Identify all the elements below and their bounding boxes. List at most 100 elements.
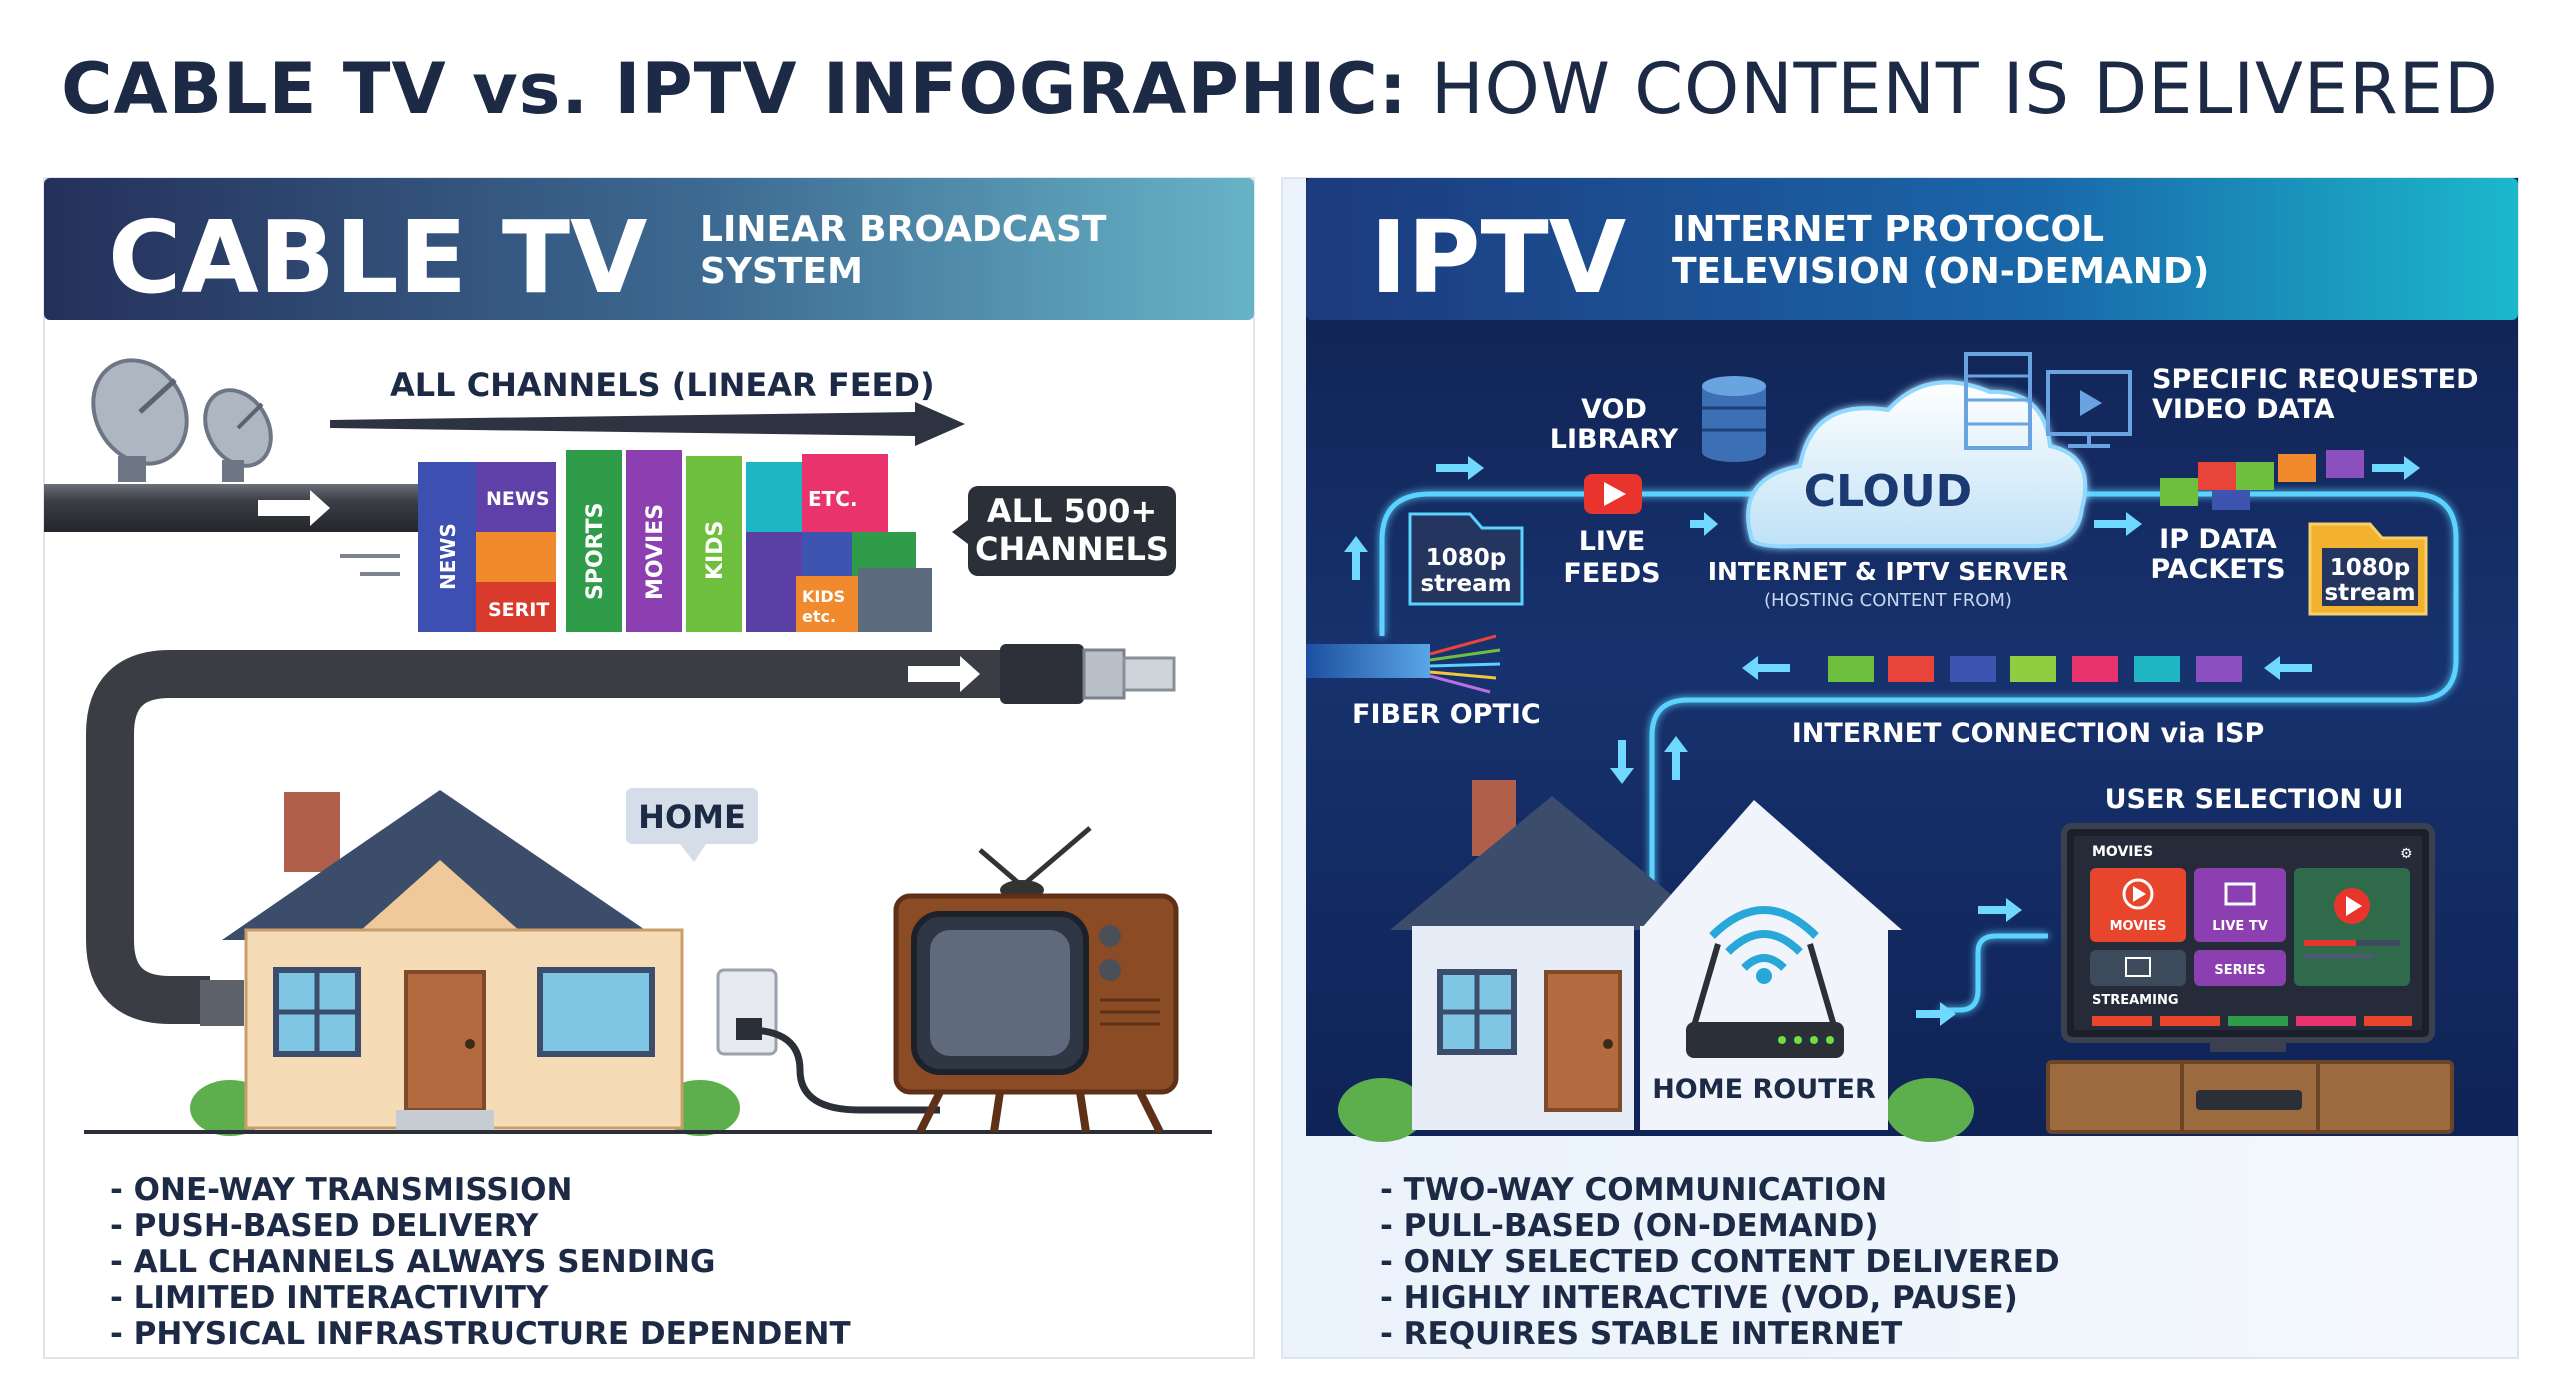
- right-arrow-icon: [1978, 898, 2022, 922]
- right-arrow-icon: [1690, 512, 1718, 536]
- channel-block: [686, 456, 742, 632]
- iptv-header-bar: [1306, 178, 2518, 320]
- home-badge: HOME: [626, 788, 758, 862]
- channel-block-label: KIDS: [703, 521, 728, 580]
- channel-block-label: NEWS: [436, 523, 460, 590]
- channel-block: [418, 462, 476, 632]
- smart-tv: MOVIES ⚙ MOVIES LIVE TV SERIES STR: [2061, 823, 2435, 1052]
- iptv-heading: IPTV: [1370, 199, 1626, 316]
- packet-cluster: [2160, 450, 2364, 510]
- up-arrow-icon: [1664, 736, 1688, 780]
- cable-bullet: - ALL CHANNELS ALWAYS SENDING: [110, 1244, 716, 1280]
- channel-blocks: NEWS NEWS SERIT SPORTS MOVIES KIDS ETC.: [418, 450, 932, 632]
- vod-label-2: LIBRARY: [1550, 424, 1679, 455]
- house-illustration: [190, 790, 740, 1136]
- channel-block-label: SERIT: [488, 599, 549, 621]
- tile-series[interactable]: [2194, 950, 2286, 986]
- cable-panel-frame: [43, 177, 1255, 1359]
- server-label: INTERNET & IPTV SERVER: [1708, 557, 2069, 586]
- cable-bullet: - PUSH-BASED DELIVERY: [110, 1208, 539, 1244]
- title-bold: CABLE TV vs. IPTV INFOGRAPHIC:: [61, 48, 1408, 130]
- live-label-1: LIVE: [1579, 526, 1646, 557]
- right-arrow-icon: [908, 656, 980, 692]
- router-label: HOME ROUTER: [1652, 1074, 1876, 1105]
- right-arrow-icon: [2372, 456, 2420, 480]
- iptv-bullet: - PULL-BASED (ON-DEMAND): [1380, 1208, 1879, 1244]
- database-icon: [1702, 376, 1766, 462]
- play-icon: [2122, 878, 2154, 910]
- channel-block: [802, 454, 888, 532]
- iptv-subheading-2: TELEVISION (ON-DEMAND): [1672, 251, 2209, 292]
- tile-movies[interactable]: [2090, 868, 2186, 942]
- ui-link-line: [1940, 933, 2048, 1013]
- channel-block-label: KIDS: [802, 587, 845, 606]
- page-title: CABLE TV vs. IPTV INFOGRAPHIC: HOW CONTE…: [0, 48, 2560, 130]
- right-arrow-icon: [1436, 456, 1484, 480]
- right-arrow-icon: [258, 490, 330, 526]
- channel-block-label: NEWS: [486, 488, 550, 510]
- channel-block: [476, 462, 556, 532]
- satellite-dish-icon: [91, 358, 189, 482]
- wall-outlet-icon: [716, 968, 778, 1056]
- cable-bullet: - ONE-WAY TRANSMISSION: [110, 1172, 573, 1208]
- feed-label: ALL CHANNELS (LINEAR FEED): [390, 366, 935, 404]
- iptv-panel: IPTV INTERNET PROTOCOL TELEVISION (ON-DE…: [1281, 177, 2519, 1359]
- down-arrow-icon: [1610, 740, 1634, 784]
- callout-line-2: CHANNELS: [975, 530, 1169, 568]
- stream-tag-4: stream: [2324, 580, 2415, 606]
- stream-tag-2: stream: [1420, 571, 1511, 597]
- packets-label-2: PACKETS: [2150, 554, 2285, 585]
- ui-label: USER SELECTION UI: [2105, 784, 2404, 815]
- channel-block-label: SPORTS: [583, 503, 608, 600]
- feed-arrow: [330, 402, 965, 446]
- tile-image[interactable]: [2090, 950, 2186, 986]
- cable-subheading-1: LINEAR BROADCAST: [700, 209, 1107, 250]
- cable-bullet: - LIMITED INTERACTIVITY: [110, 1280, 549, 1316]
- tile-live-tv-label: LIVE TV: [2212, 919, 2268, 934]
- tv-stand: [2046, 1060, 2454, 1134]
- server-rack-icon: [1964, 352, 2032, 450]
- cable-connector-nut: [1082, 648, 1126, 700]
- packet-row: [1828, 656, 2242, 682]
- cable-pipe-top: [44, 484, 444, 532]
- channel-block: [746, 532, 802, 632]
- iptv-bullet: - HIGHLY INTERACTIVE (VOD, PAUSE): [1380, 1280, 2018, 1316]
- tv-ui-header: MOVIES: [2092, 844, 2153, 860]
- live-label-2: FEEDS: [1563, 558, 1660, 589]
- channel-block-label: MOVIES: [643, 504, 668, 600]
- channel-block: [566, 450, 622, 632]
- tv-ui-row-label: STREAMING: [2092, 993, 2179, 1008]
- cable-bullet: - PHYSICAL INFRASTRUCTURE DEPENDENT: [110, 1316, 851, 1352]
- right-arrow-icon: [2094, 512, 2142, 536]
- flow-arrows: [1344, 456, 2420, 1026]
- iptv-subheading-1: INTERNET PROTOCOL: [1672, 209, 2104, 250]
- stream-tag-3: 1080p: [2330, 555, 2410, 581]
- channel-block: [858, 568, 932, 632]
- cable-heading: CABLE TV: [108, 199, 647, 316]
- server-sublabel: (HOSTING CONTENT FROM): [1764, 590, 2012, 611]
- title-light: HOW CONTENT IS DELIVERED: [1431, 48, 2499, 130]
- channel-block: [802, 532, 852, 576]
- requested-label-1: SPECIFIC REQUESTED: [2152, 364, 2479, 395]
- iptv-bullet-list: - TWO-WAY COMMUNICATION - PULL-BASED (ON…: [1380, 1172, 2060, 1352]
- cable-connector: [1000, 644, 1084, 704]
- fiber-label: FIBER OPTIC: [1352, 699, 1541, 730]
- channel-block: [746, 462, 802, 532]
- channel-block: [796, 576, 858, 632]
- cable-subheading-2: SYSTEM: [700, 251, 863, 292]
- cable-pipe-main: [86, 650, 1010, 1024]
- vod-label-1: VOD: [1581, 394, 1647, 425]
- satellite-dish-icon: [203, 388, 273, 482]
- cable-bullet-list: - ONE-WAY TRANSMISSION - PUSH-BASED DELI…: [110, 1172, 851, 1352]
- tile-featured[interactable]: [2294, 868, 2410, 986]
- fiber-optic-cable: [1306, 634, 1501, 694]
- image-icon: [2125, 957, 2151, 977]
- tile-series-label: SERIES: [2214, 963, 2265, 978]
- channel-block: [626, 450, 682, 632]
- tile-movies-label: MOVIES: [2110, 919, 2167, 934]
- channel-block: [476, 532, 556, 582]
- gear-icon[interactable]: ⚙: [2400, 846, 2413, 862]
- power-cord: [747, 1026, 940, 1114]
- home-label: HOME: [638, 798, 746, 836]
